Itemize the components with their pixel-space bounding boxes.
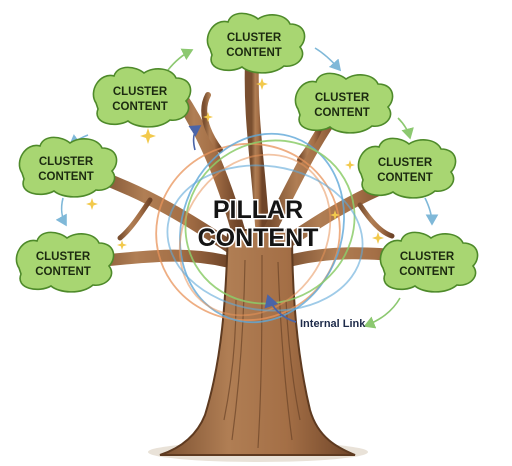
cluster-cloud-shape	[92, 66, 192, 128]
pillar-label-line1: PILLAR	[213, 196, 303, 224]
cluster-cloud-shape	[15, 231, 115, 293]
trunk-bark-lines	[223, 254, 301, 449]
cluster-label-line1: CLUSTER	[36, 251, 91, 263]
cluster-node-4: CLUSTER CONTENT	[206, 12, 306, 74]
arrow-c6-c7	[424, 197, 439, 226]
cluster-label-line1: CLUSTER	[315, 92, 370, 104]
cluster-node-5: CLUSTER CONTENT	[294, 72, 394, 134]
cluster-node-3: CLUSTER CONTENT	[92, 66, 192, 128]
cluster-label-line2: CONTENT	[35, 266, 91, 278]
cluster-label-line2: CONTENT	[314, 107, 370, 119]
cluster-label-line1: CLUSTER	[227, 32, 282, 44]
cluster-label-line1: CLUSTER	[39, 156, 94, 168]
cluster-cloud-shape	[206, 12, 306, 74]
cluster-nodes: CLUSTER CONTENT CLUSTER CONTENT CLUSTER CONTE…	[15, 12, 479, 293]
internal-link-rings	[155, 132, 364, 324]
arrow-c1-c2	[55, 197, 67, 227]
cluster-cloud-shape	[379, 231, 479, 293]
cluster-label-line2: CONTENT	[112, 101, 168, 113]
cluster-label-line2: CONTENT	[377, 172, 433, 184]
cluster-cloud-shape	[357, 137, 457, 199]
cluster-label-line1: CLUSTER	[113, 86, 168, 98]
cluster-cloud-shape	[18, 136, 118, 198]
arrow-c5-c6	[397, 117, 414, 140]
cluster-node-2: CLUSTER CONTENT	[18, 136, 118, 198]
cluster-node-1: CLUSTER CONTENT	[15, 231, 115, 293]
tree-trunk	[159, 229, 356, 456]
arrow-trunk-up	[188, 125, 202, 151]
arrow-c3-c4	[167, 48, 194, 71]
pillar-label-line2: CONTENT	[198, 224, 319, 252]
cluster-cloud-shape	[294, 72, 394, 134]
cluster-label-line2: CONTENT	[38, 171, 94, 183]
arrow-c7-trunk	[363, 297, 401, 329]
cluster-label-line1: CLUSTER	[378, 157, 433, 169]
cluster-node-6: CLUSTER CONTENT	[357, 137, 457, 199]
pillar-content-label: PILLAR CONTENT	[196, 195, 320, 254]
internal-link-label: Internal Link	[300, 318, 366, 330]
internal-link-arrow	[264, 294, 297, 323]
cluster-node-7: CLUSTER CONTENT	[379, 231, 479, 293]
cluster-label-line1: CLUSTER	[400, 251, 455, 263]
cluster-label-line2: CONTENT	[399, 266, 455, 278]
cluster-label-line2: CONTENT	[226, 47, 282, 59]
arrow-c4-c5	[314, 47, 342, 72]
